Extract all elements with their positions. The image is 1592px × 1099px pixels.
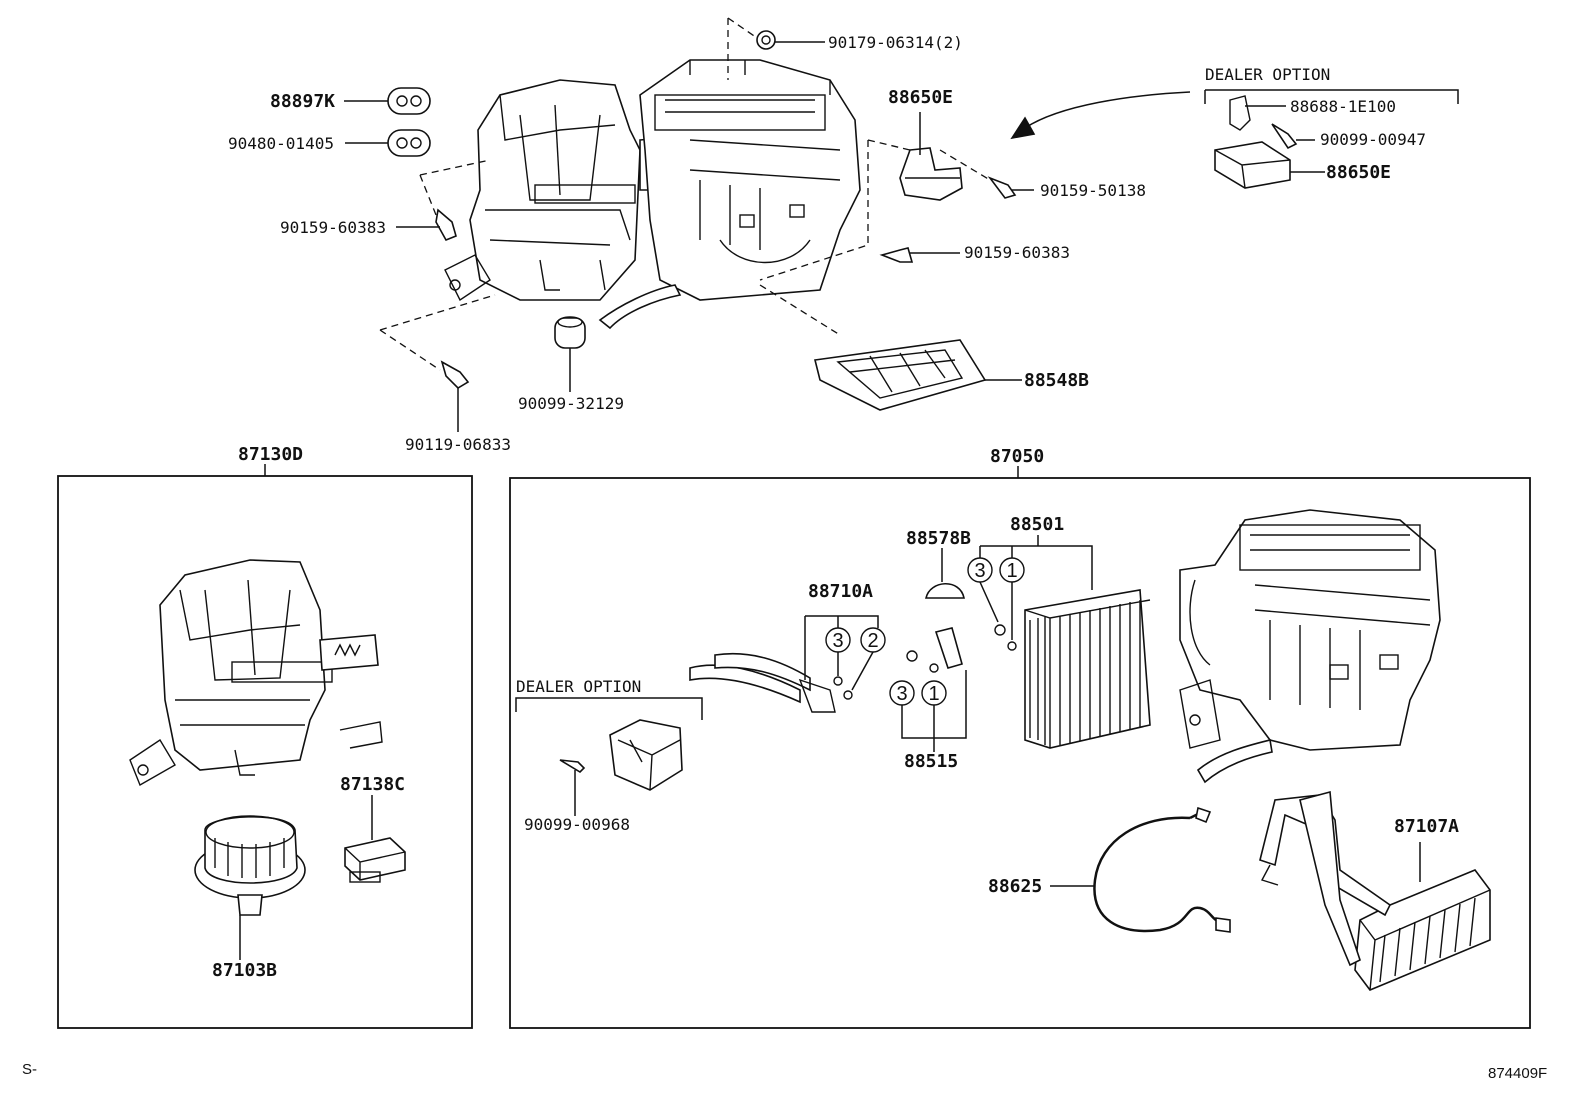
callout-1-b: 1 (928, 683, 939, 705)
label-88501: 88501 (1010, 514, 1064, 535)
label-90159-60383-a: 90159-60383 (280, 218, 386, 237)
nut-90179 (756, 30, 776, 50)
pipe-88710A (689, 652, 836, 713)
screw-90159-50138 (987, 176, 1017, 199)
screw-90119 (440, 360, 470, 390)
label-90159-50138: 90159-50138 (1040, 181, 1146, 200)
label-88650E-a: 88650E (888, 87, 953, 108)
label-90119-06833: 90119-06833 (405, 435, 511, 454)
label-87107A: 87107A (1394, 816, 1459, 837)
evaporator-88501 (1024, 589, 1151, 749)
box-87050: 87050 DEALER OPTION 90099-00968 88710A 3… (509, 446, 1531, 1029)
callout-3-c: 3 (974, 560, 985, 582)
callout-3-b: 3 (896, 683, 907, 705)
blower-motor-87103B (194, 815, 306, 916)
label-87103B: 87103B (212, 960, 277, 981)
dealer-option-top-parts (1214, 95, 1298, 189)
labels-top: 88897K 90480-01405 90159-60383 90179-063… (228, 33, 1426, 454)
label-90099-00947: 90099-00947 (1320, 130, 1426, 149)
label-88548B: 88548B (1024, 370, 1089, 391)
dealer-option-arrow (1010, 89, 1459, 140)
resistor-87138C (344, 837, 406, 883)
screw-90159-60383-b (879, 247, 914, 263)
thermistor-88625 (1093, 806, 1231, 933)
label-88578B: 88578B (906, 528, 971, 549)
leader-lines-top (344, 41, 1325, 432)
label-88650E-b: 88650E (1326, 162, 1391, 183)
servo-actuator (609, 719, 683, 791)
block-88515 (934, 627, 963, 669)
label-88515: 88515 (904, 751, 958, 772)
computer-88650E-a (899, 147, 963, 201)
illustration-number: 874409F (1488, 1065, 1547, 1082)
blower-assembly (129, 559, 383, 787)
seal-88578B (925, 583, 965, 599)
filter-88548B (814, 339, 987, 411)
callout-3-a: 3 (832, 630, 843, 652)
label-90159-60383-b: 90159-60383 (964, 243, 1070, 262)
screw-90159-60383-a (435, 208, 457, 242)
footer-left-code: S- (22, 1061, 37, 1078)
label-90179-06314: 90179-06314(2) (828, 33, 963, 52)
label-87050: 87050 (990, 446, 1044, 467)
label-dealer-option-mid: DEALER OPTION (516, 677, 641, 696)
callout-1-c: 1 (1006, 560, 1017, 582)
box-87130D: 87130D 87103B (57, 444, 473, 1029)
label-90099-32129: 90099-32129 (518, 394, 624, 413)
label-88710A: 88710A (808, 581, 873, 602)
screw-90099-00968 (559, 759, 586, 774)
label-90480-01405: 90480-01405 (228, 134, 334, 153)
dashed-leaders-top (379, 17, 991, 371)
label-88688-1E100: 88688-1E100 (1290, 97, 1396, 116)
grommet-90480 (387, 129, 431, 157)
heater-unit-assembly (444, 59, 861, 330)
clip-90099-32129 (554, 316, 586, 349)
label-87130D: 87130D (238, 444, 303, 465)
label-88625: 88625 (988, 876, 1042, 897)
label-90099-00968: 90099-00968 (524, 815, 630, 834)
heater-core-87107A (1259, 790, 1491, 991)
label-dealer-option-top: DEALER OPTION (1205, 65, 1330, 84)
label-88897K: 88897K (270, 91, 335, 112)
callout-2-a: 2 (867, 630, 878, 652)
heater-unit-box (1179, 509, 1441, 784)
grommet-88897K (387, 87, 431, 115)
label-87138C: 87138C (340, 774, 405, 795)
